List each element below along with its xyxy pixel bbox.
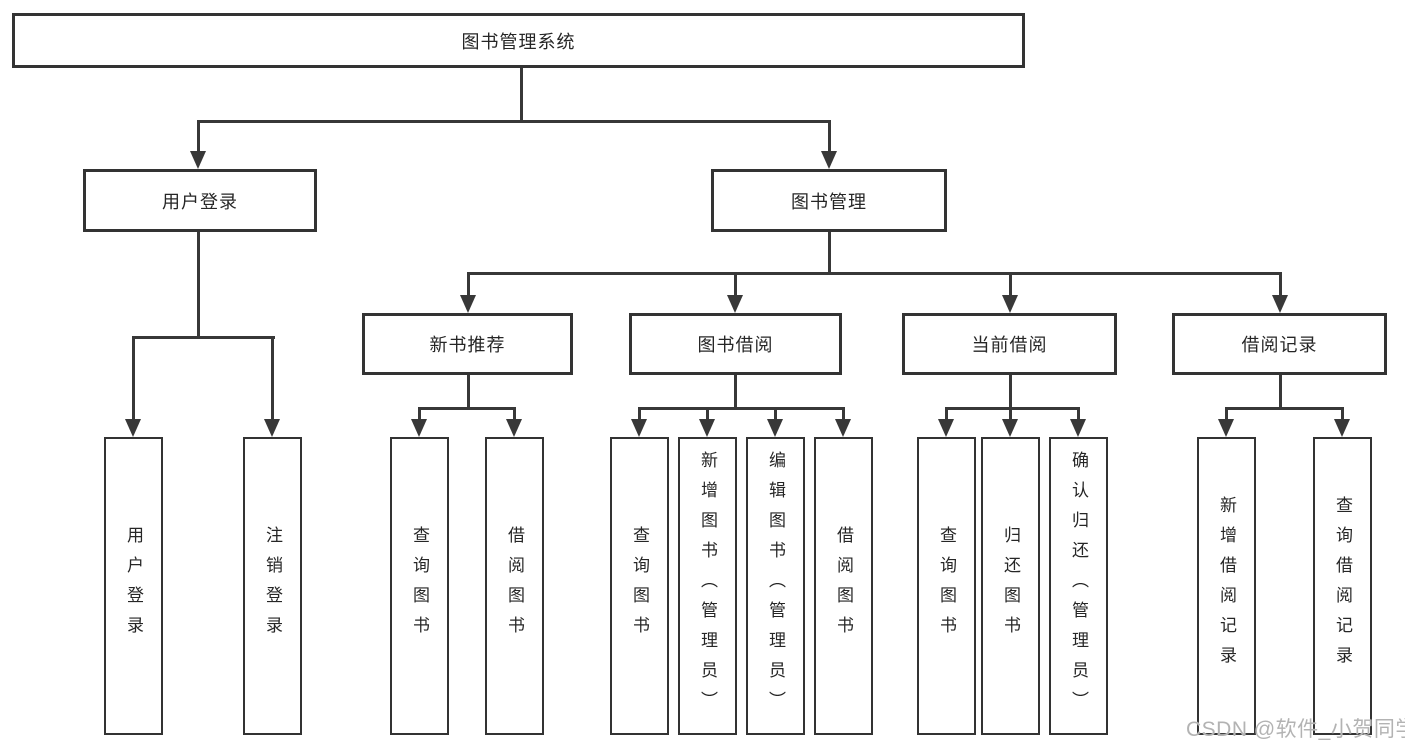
node-label: 新书推荐 bbox=[429, 335, 506, 355]
connector-line bbox=[774, 407, 777, 421]
leaf-borrow-books-borrowing: 借阅图书 bbox=[814, 437, 873, 735]
connector-line bbox=[1341, 407, 1344, 421]
connector-line bbox=[1225, 407, 1228, 421]
connector-line bbox=[1279, 375, 1282, 410]
node-label: 用户登录 bbox=[162, 191, 238, 212]
connector-line bbox=[467, 272, 470, 297]
node-label: 当前借阅 bbox=[971, 335, 1048, 355]
arrow-down-icon bbox=[1002, 419, 1018, 437]
leaf-query-books-borrowing: 查询图书 bbox=[610, 437, 669, 735]
leaf-edit-books-admin: 编辑图书（管理员） bbox=[746, 437, 805, 735]
node-borrowing-records: 借阅记录 bbox=[1172, 313, 1387, 375]
arrow-down-icon bbox=[125, 419, 141, 437]
node-new-book-recommend: 新书推荐 bbox=[362, 313, 573, 375]
arrow-down-icon bbox=[411, 419, 427, 437]
node-label: 借阅记录 bbox=[1241, 335, 1318, 355]
connector-line bbox=[1009, 407, 1012, 421]
leaf-label: 编辑图书（管理员） bbox=[766, 451, 785, 721]
connector-line bbox=[638, 407, 641, 421]
connector-line bbox=[132, 336, 135, 421]
node-label: 图书借阅 bbox=[697, 335, 774, 355]
arrow-down-icon bbox=[506, 419, 522, 437]
leaf-query-borrow-record: 查询借阅记录 bbox=[1313, 437, 1372, 735]
connector-line bbox=[197, 120, 831, 123]
connector-line bbox=[520, 68, 523, 123]
connector-line bbox=[734, 272, 737, 297]
node-current-borrowing: 当前借阅 bbox=[902, 313, 1117, 375]
arrow-down-icon bbox=[767, 419, 783, 437]
arrow-down-icon bbox=[460, 295, 476, 313]
leaf-query-books-current: 查询图书 bbox=[917, 437, 976, 735]
connector-line bbox=[197, 232, 200, 339]
leaf-label: 用户登录 bbox=[124, 526, 143, 646]
connector-line bbox=[945, 407, 1080, 410]
leaf-label: 借阅图书 bbox=[834, 526, 853, 646]
arrow-down-icon bbox=[190, 151, 206, 169]
leaf-add-books-admin: 新增图书（管理员） bbox=[678, 437, 737, 735]
csdn-watermark: CSDN @软件_小贺同学 bbox=[1186, 718, 1405, 741]
leaf-label: 注销登录 bbox=[263, 526, 282, 646]
connector-line bbox=[418, 407, 421, 421]
connector-line bbox=[1009, 375, 1012, 410]
connector-line bbox=[734, 375, 737, 410]
leaf-logout: 注销登录 bbox=[243, 437, 302, 735]
leaf-query-books-recommend: 查询图书 bbox=[390, 437, 449, 735]
connector-line bbox=[945, 407, 948, 421]
leaf-user-login: 用户登录 bbox=[104, 437, 163, 735]
arrow-down-icon bbox=[1218, 419, 1234, 437]
connector-line bbox=[828, 232, 831, 275]
arrow-down-icon bbox=[699, 419, 715, 437]
connector-line bbox=[467, 272, 1282, 275]
connector-line bbox=[706, 407, 709, 421]
leaf-label: 查询借阅记录 bbox=[1333, 496, 1352, 676]
leaf-confirm-return-admin: 确认归还（管理员） bbox=[1049, 437, 1108, 735]
connector-line bbox=[842, 407, 845, 421]
leaf-label: 确认归还（管理员） bbox=[1069, 451, 1088, 721]
node-book-borrowing: 图书借阅 bbox=[629, 313, 842, 375]
connector-line bbox=[638, 407, 845, 410]
connector-line bbox=[467, 375, 470, 410]
node-book-management: 图书管理 bbox=[711, 169, 947, 232]
connector-line bbox=[197, 120, 200, 153]
leaf-borrow-books-recommend: 借阅图书 bbox=[485, 437, 544, 735]
connector-line bbox=[1225, 407, 1344, 410]
connector-line bbox=[1077, 407, 1080, 421]
arrow-down-icon bbox=[1002, 295, 1018, 313]
arrow-down-icon bbox=[264, 419, 280, 437]
arrow-down-icon bbox=[835, 419, 851, 437]
connector-line bbox=[271, 336, 274, 421]
node-user-login: 用户登录 bbox=[83, 169, 317, 232]
leaf-add-borrow-record: 新增借阅记录 bbox=[1197, 437, 1256, 735]
connector-line bbox=[828, 120, 831, 153]
arrow-down-icon bbox=[631, 419, 647, 437]
leaf-label: 新增借阅记录 bbox=[1217, 496, 1236, 676]
connector-line bbox=[513, 407, 516, 421]
node-library-management-system: 图书管理系统 bbox=[12, 13, 1025, 68]
connector-line bbox=[133, 336, 275, 339]
arrow-down-icon bbox=[938, 419, 954, 437]
connector-line bbox=[1009, 272, 1012, 297]
arrow-down-icon bbox=[727, 295, 743, 313]
leaf-return-books: 归还图书 bbox=[981, 437, 1040, 735]
arrow-down-icon bbox=[1334, 419, 1350, 437]
arrow-down-icon bbox=[821, 151, 837, 169]
leaf-label: 查询图书 bbox=[937, 526, 956, 646]
leaf-label: 新增图书（管理员） bbox=[698, 451, 717, 721]
leaf-label: 查询图书 bbox=[630, 526, 649, 646]
node-label: 图书管理 bbox=[791, 191, 867, 212]
leaf-label: 借阅图书 bbox=[505, 526, 524, 646]
arrow-down-icon bbox=[1070, 419, 1086, 437]
connector-line bbox=[1279, 272, 1282, 297]
leaf-label: 归还图书 bbox=[1001, 526, 1020, 646]
leaf-label: 查询图书 bbox=[410, 526, 429, 646]
connector-line bbox=[418, 407, 516, 410]
arrow-down-icon bbox=[1272, 295, 1288, 313]
node-label: 图书管理系统 bbox=[461, 31, 576, 52]
